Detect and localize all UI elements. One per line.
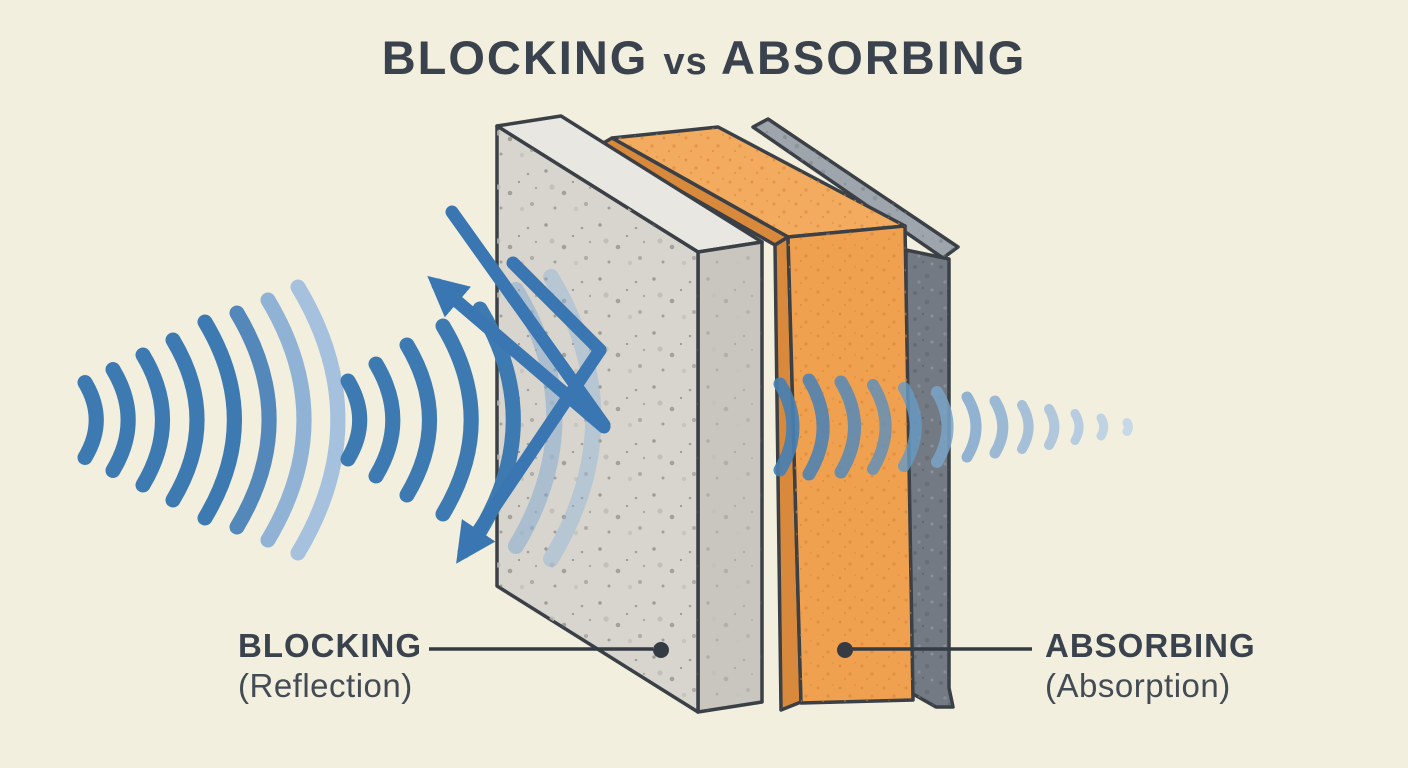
incident-wave-burst-2 xyxy=(340,301,521,539)
absorbing-label: ABSORBING (Absorption) xyxy=(1045,626,1256,707)
incident-wave-burst-1 xyxy=(77,279,346,561)
reflection-arrows xyxy=(427,205,611,564)
transmitted-waves xyxy=(773,373,1133,481)
blocking-label: BLOCKING (Reflection) xyxy=(238,626,422,707)
concrete-slab xyxy=(495,114,764,714)
blocking-label-sub: (Reflection) xyxy=(238,667,413,705)
back-panel-band-texture xyxy=(753,119,958,258)
title-vs: vs xyxy=(663,41,708,83)
back-panel-texture xyxy=(906,250,953,707)
absorbing-label-name: ABSORBING xyxy=(1045,627,1256,664)
back-panel-layer xyxy=(751,117,960,709)
blocking-label-name: BLOCKING xyxy=(238,627,422,664)
concrete-side-texture xyxy=(698,242,762,712)
callout-leader-lines xyxy=(429,642,1032,658)
page-title: BLOCKING vs ABSORBING xyxy=(0,30,1408,85)
title-absorbing: ABSORBING xyxy=(721,31,1027,84)
title-blocking: BLOCKING xyxy=(381,31,649,84)
absorbing-label-sub: (Absorption) xyxy=(1045,667,1231,705)
absorber-top-texture xyxy=(612,127,905,237)
